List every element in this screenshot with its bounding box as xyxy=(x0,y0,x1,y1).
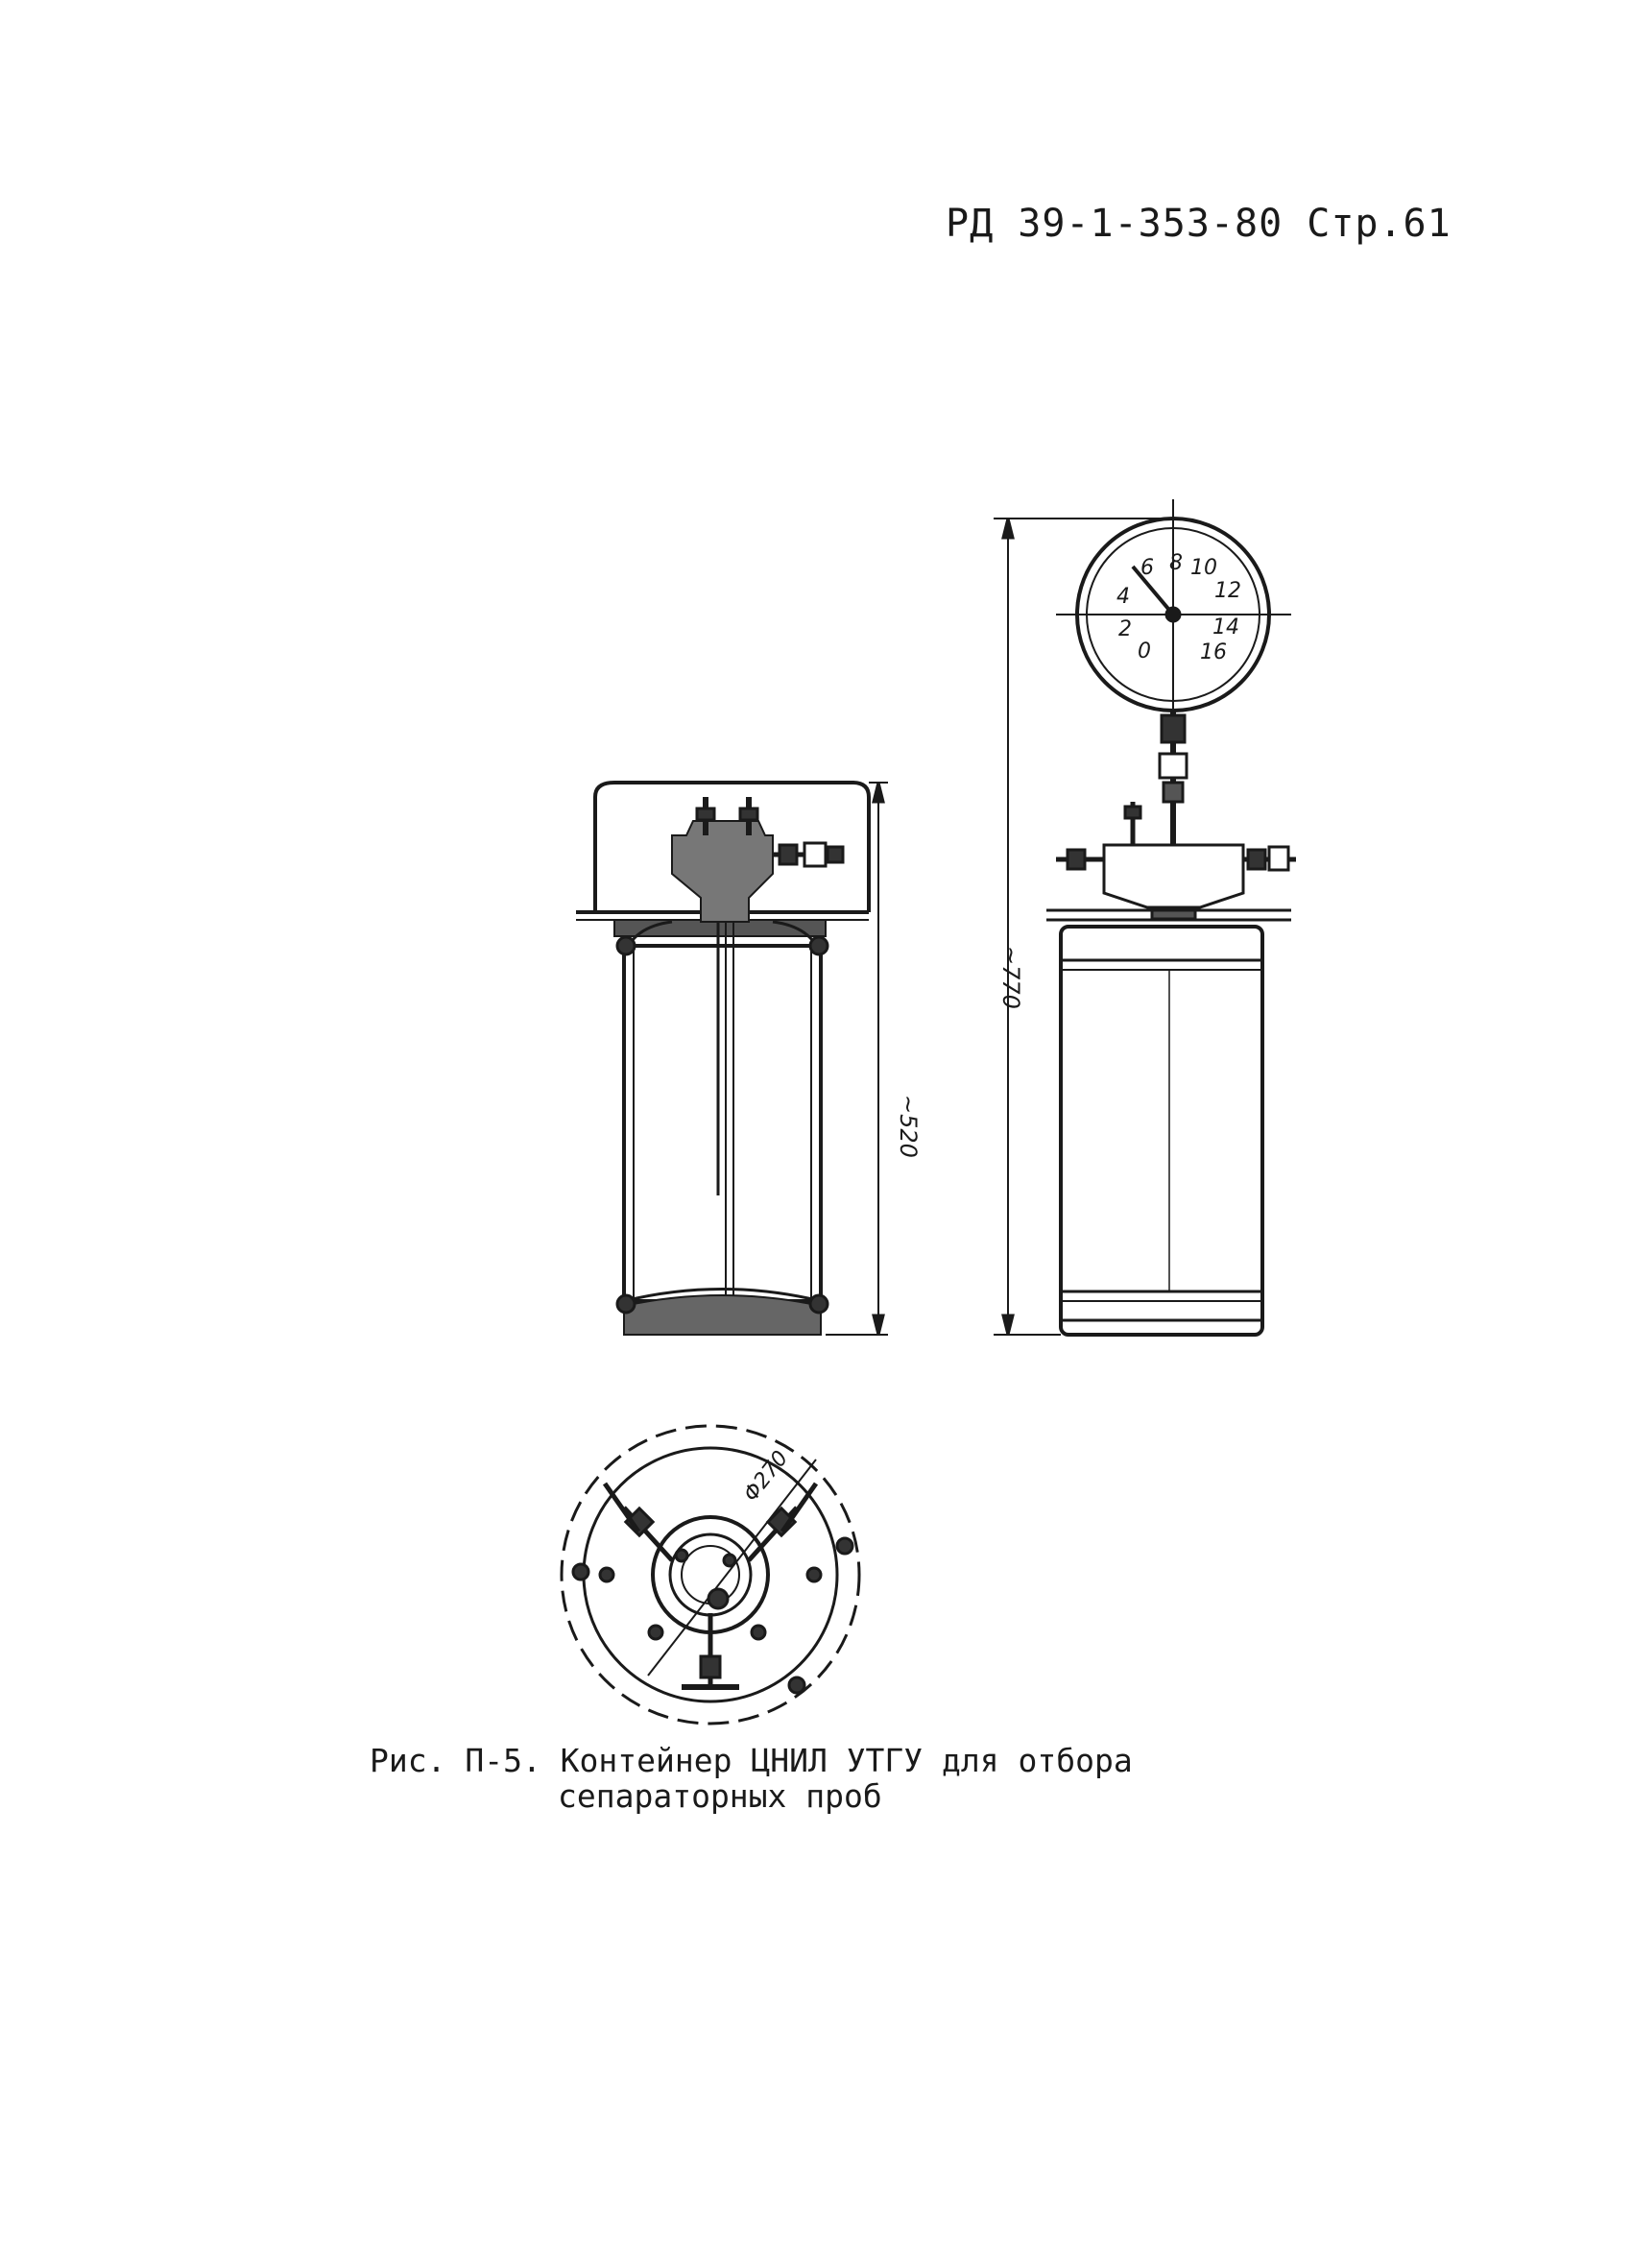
gauge-scale-label: 8 xyxy=(1169,551,1183,575)
external-view xyxy=(994,499,1296,1337)
page-header: РД 39-1-353-80 Стр.61 xyxy=(946,202,1452,246)
dim-diameter: Φ270 xyxy=(739,1447,793,1507)
dim-right-height: ~770 xyxy=(997,946,1024,1009)
sectional-view xyxy=(576,781,888,1336)
gauge-scale-label: 16 xyxy=(1200,640,1227,664)
gauge-scale-label: 6 xyxy=(1140,556,1154,580)
figure-caption: Рис. П-5. Контейнер ЦНИЛ УТГУ для отбора… xyxy=(370,1743,1133,1814)
caption-line-2: сепараторных проб xyxy=(558,1777,882,1815)
gauge-scale-label: 14 xyxy=(1212,615,1239,639)
gauge-scale-label: 0 xyxy=(1138,639,1151,664)
gauge-scale: 0 2 4 6 8 10 12 14 16 xyxy=(1116,551,1241,664)
gauge-scale-label: 12 xyxy=(1214,579,1241,603)
gauge-scale-label: 10 xyxy=(1190,556,1217,580)
caption-line-1: Рис. П-5. Контейнер ЦНИЛ УТГУ для отбора xyxy=(370,1742,1133,1779)
plan-view xyxy=(560,1424,861,1725)
gauge-scale-label: 2 xyxy=(1118,617,1132,641)
gauge-scale-label: 4 xyxy=(1116,585,1130,609)
dim-left-height: ~520 xyxy=(895,1095,922,1158)
